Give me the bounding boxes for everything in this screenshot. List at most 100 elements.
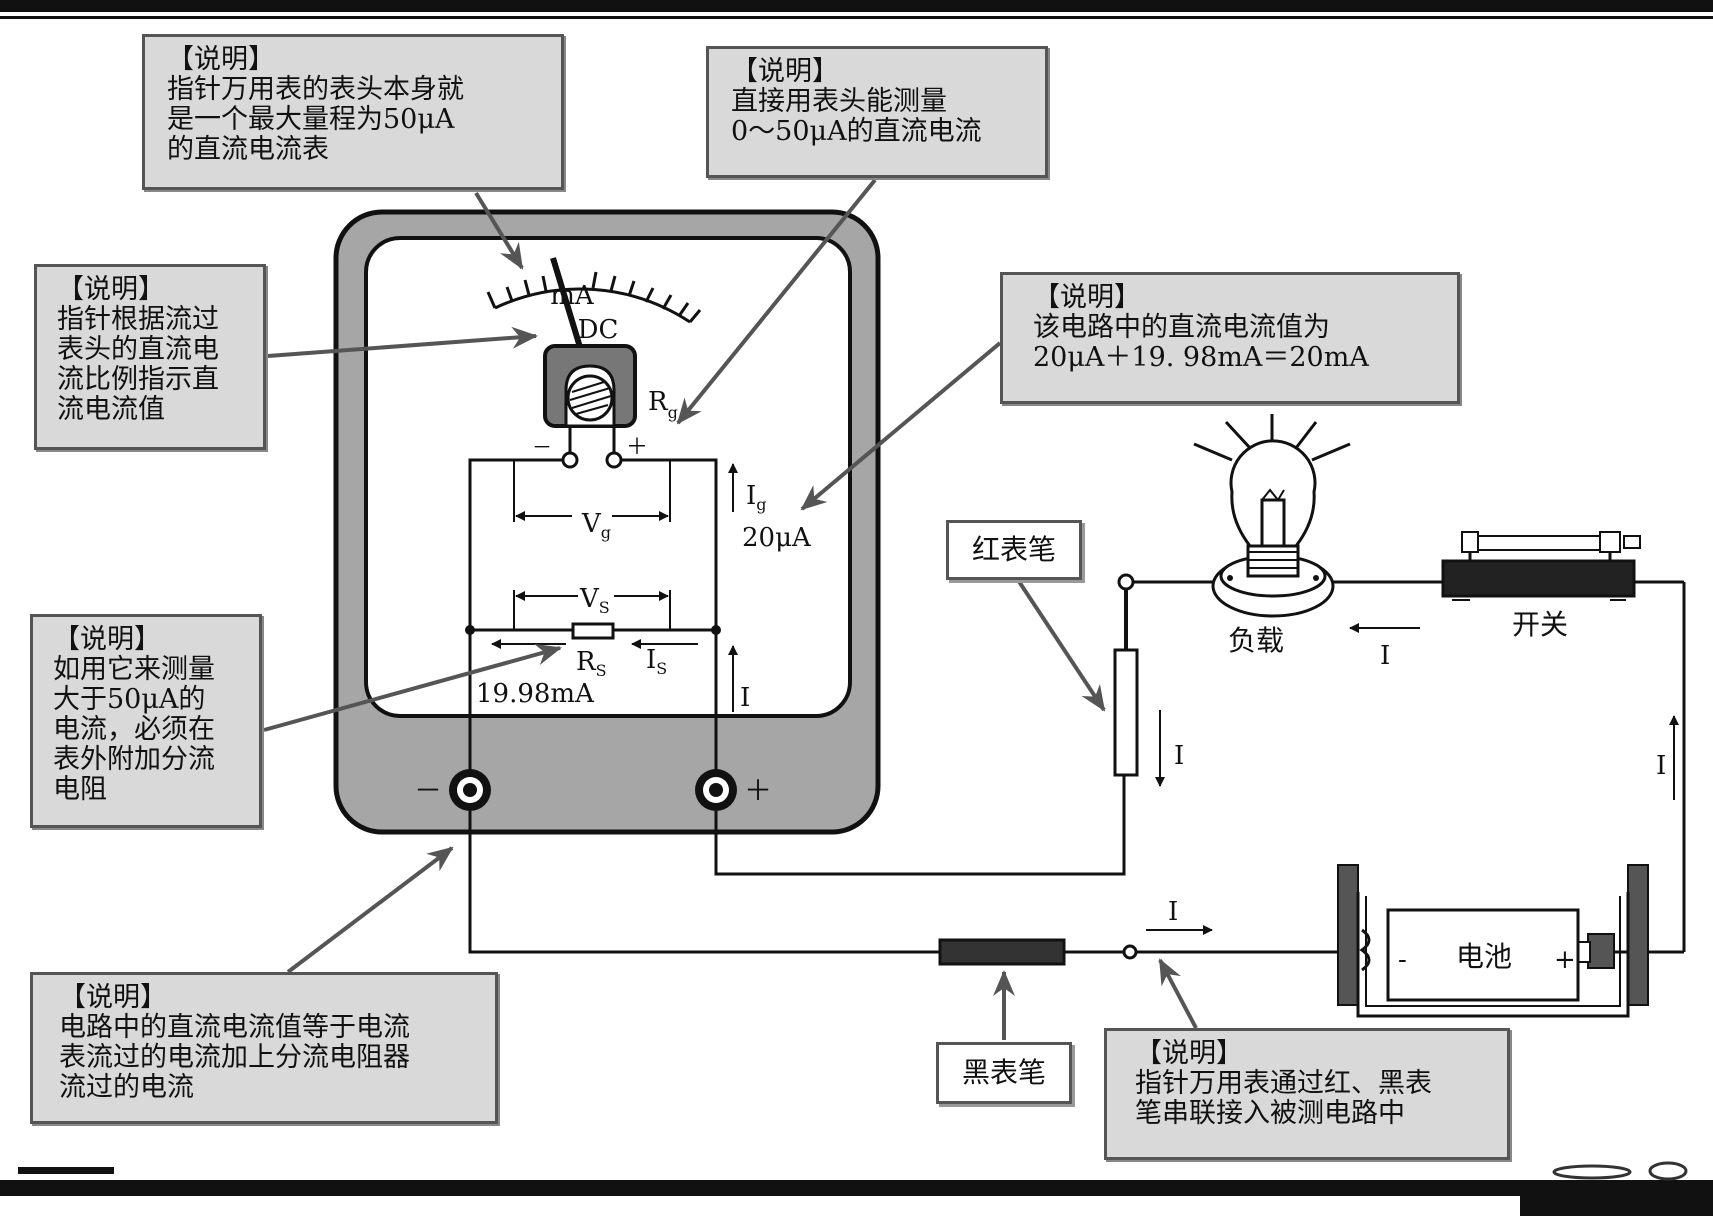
battery-holder: [1337, 864, 1649, 1018]
movement-coil: [566, 374, 614, 422]
scale-ticks: [486, 271, 702, 323]
i-load-label: I: [1380, 641, 1390, 671]
note-shunt-title: 【说明】: [53, 624, 161, 655]
note-meter-head-title: 【说明】: [167, 44, 275, 75]
note-pointer: 【说明】 指针根据流过 表头的直流电 流比例指示直 流电流值: [34, 264, 266, 450]
note-pointer-title: 【说明】: [57, 274, 165, 305]
rs-current-value: 19.98mA: [476, 679, 595, 709]
note-sum-current-body: 电路中的直流电流值等于电流 表流过的电流加上分流电阻器 流过的电流: [59, 1012, 410, 1103]
rs-label: R: [576, 647, 597, 677]
switch-label: 开关: [1512, 608, 1568, 641]
svg-text:VS: VS: [579, 584, 610, 617]
is-label: I: [646, 645, 656, 675]
note-direct-range-body: 直接用表头能测量 0～50μA的直流电流: [731, 86, 982, 147]
black-probe-contact: [1122, 944, 1138, 960]
note-pointer-body: 指针根据流过 表头的直流电 流比例指示直 流电流值: [57, 304, 219, 425]
black-probe-body[interactable]: [938, 938, 1066, 966]
load-label: 负载: [1228, 624, 1284, 657]
red-probe-tag: 红表笔: [946, 520, 1082, 580]
arrow-pointer: [267, 326, 538, 358]
ig-subscript: g: [756, 495, 766, 514]
note-sum-current: 【说明】 电路中的直流电流值等于电流 表流过的电流加上分流电阻器 流过的电流: [30, 972, 498, 1124]
battery-label: 电池: [1456, 940, 1512, 973]
arrow-red-probe: [1016, 578, 1106, 712]
svg-text:Rg: Rg: [648, 387, 678, 422]
arrow-meter-head: [474, 191, 524, 270]
note-series: 【说明】 指针万用表通过红、黑表 笔串联接入被测电路中: [1104, 1028, 1510, 1160]
battery-minus-label: -: [1398, 945, 1407, 975]
shunt-resistor: [571, 622, 615, 640]
arrow-direct-range: [676, 178, 877, 425]
ig-label: I: [746, 481, 756, 511]
scale-unit-label: mA: [550, 281, 595, 311]
svg-text:Vg: Vg: [581, 509, 611, 542]
is-subscript: S: [656, 659, 667, 678]
bulb-rays: [1193, 414, 1351, 462]
plus-terminal-label: ＋: [744, 774, 772, 807]
ig-current-value: 20μA: [742, 523, 812, 553]
head-terminal-right: [605, 451, 623, 469]
vs-dimension: [513, 590, 671, 630]
rg-subscript: g: [668, 403, 678, 422]
svg-text:IS: IS: [646, 645, 667, 678]
load-bulb: [1211, 439, 1335, 618]
callout-arrows: [263, 178, 1198, 1040]
minus-terminal-label: －: [414, 774, 442, 807]
note-direct-range-title: 【说明】: [731, 56, 839, 87]
note-series-title: 【说明】: [1135, 1038, 1243, 1069]
head-minus-label: －: [532, 435, 552, 459]
svg-text:RS: RS: [576, 647, 607, 680]
note-circuit-current-title: 【说明】: [1033, 282, 1141, 313]
black-probe-tag: 黑表笔: [936, 1042, 1072, 1104]
switch-body[interactable]: [1441, 531, 1641, 601]
vg-label: V: [581, 509, 602, 539]
bottom-left-mark: [18, 1167, 114, 1174]
head-plus-label: ＋: [626, 435, 648, 460]
i-bottom-label: I: [1168, 897, 1178, 927]
vg-subscript: g: [601, 523, 611, 542]
bottom-right-block: [1520, 1196, 1713, 1216]
red-probe-contact: [1117, 573, 1135, 591]
node-right: [711, 625, 721, 635]
vg-dimension: [513, 460, 671, 522]
scale-mode-label: DC: [578, 315, 619, 345]
meter-face: [364, 236, 852, 718]
battery-plus-label: +: [1554, 945, 1576, 975]
i-inside-label: I: [740, 683, 750, 713]
bottom-frame-bar: [0, 1180, 1713, 1196]
rs-subscript: S: [596, 661, 607, 680]
top-frame-line: [0, 16, 1713, 19]
svg-text:Ig: Ig: [746, 481, 767, 514]
note-circuit-current: 【说明】 该电路中的直流电流值为 20μA＋19. 98mA＝20mA: [1000, 272, 1460, 404]
arrow-series: [1158, 958, 1198, 1029]
rg-label: R: [648, 387, 669, 417]
vs-label: V: [579, 584, 600, 614]
arrow-shunt: [263, 643, 562, 732]
plus-terminal[interactable]: [695, 769, 737, 811]
note-shunt-body: 如用它来测量 大于50μA的 电流，必须在 表外附加分流 电阻: [53, 654, 215, 805]
note-direct-range: 【说明】 直接用表头能测量 0～50μA的直流电流: [706, 46, 1048, 178]
note-shunt: 【说明】 如用它来测量 大于50μA的 电流，必须在 表外附加分流 电阻: [30, 614, 262, 828]
arrow-circuit-current: [800, 341, 1002, 511]
node-left: [465, 625, 475, 635]
head-terminal-left: [561, 451, 579, 469]
red-probe-body[interactable]: [1113, 648, 1139, 777]
bottom-right-decoration: [1552, 1161, 1688, 1181]
note-sum-current-title: 【说明】: [59, 982, 167, 1013]
arrow-sum-current: [286, 846, 454, 974]
minus-terminal[interactable]: [449, 769, 491, 811]
internal-wiring: [468, 458, 718, 790]
vs-subscript: S: [599, 598, 610, 617]
top-frame-bar: [0, 0, 1713, 12]
note-meter-head-body: 指针万用表的表头本身就 是一个最大量程为50μA 的直流电流表: [167, 74, 464, 165]
note-series-body: 指针万用表通过红、黑表 笔串联接入被测电路中: [1135, 1068, 1432, 1129]
coil-hatching: [569, 381, 612, 415]
i-right-label: I: [1656, 751, 1666, 781]
battery-cell: [1386, 908, 1580, 1002]
note-meter-head: 【说明】 指针万用表的表头本身就 是一个最大量程为50μA 的直流电流表: [142, 34, 564, 190]
i-probe-label: I: [1174, 741, 1184, 771]
note-circuit-current-body: 该电路中的直流电流值为 20μA＋19. 98mA＝20mA: [1033, 312, 1369, 373]
scale-arc: [494, 287, 691, 324]
